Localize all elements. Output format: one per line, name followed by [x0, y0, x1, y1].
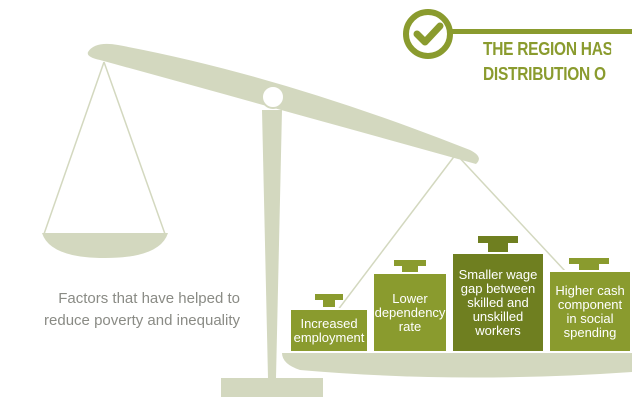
scale-pivot — [261, 85, 285, 109]
weight-label: Increased employment — [293, 315, 365, 345]
headline-line-1: THE REGION HAS — [483, 39, 612, 59]
scale-pillar — [262, 110, 282, 378]
headline: THE REGION HAS DISTRIBUTION O — [483, 37, 611, 87]
weight-increased-employment: Increased employment — [289, 308, 369, 353]
left-pan — [42, 233, 168, 258]
caption-line-2: reduce poverty and inequality — [44, 312, 240, 329]
weight-handle — [315, 294, 343, 307]
weight-handle — [394, 260, 426, 273]
caption-line-1: Factors that have helped to — [58, 290, 240, 307]
weight-label: Smaller wage gap between skilled and uns… — [458, 266, 538, 338]
scale-base — [221, 378, 323, 397]
headline-line-2: DISTRIBUTION O — [483, 64, 606, 84]
weight-handle — [569, 258, 609, 271]
weight-label: Lower dependency rate — [374, 290, 446, 334]
checkmark-icon — [403, 9, 453, 59]
weight-higher-cash-component: Higher cash component in social spending — [548, 270, 632, 353]
factors-caption: Factors that have helped to reduce pover… — [0, 288, 240, 332]
scale-beam — [87, 43, 479, 164]
right-pan — [282, 353, 632, 378]
left-string — [43, 61, 105, 235]
left-string — [103, 61, 166, 235]
headline-bar — [452, 29, 632, 34]
weight-label: Higher cash component in social spending — [555, 282, 625, 340]
weight-handle — [478, 236, 518, 252]
weight-lower-dependency-rate: Lower dependency rate — [372, 272, 448, 353]
weight-smaller-wage-gap: Smaller wage gap between skilled and uns… — [451, 252, 545, 353]
